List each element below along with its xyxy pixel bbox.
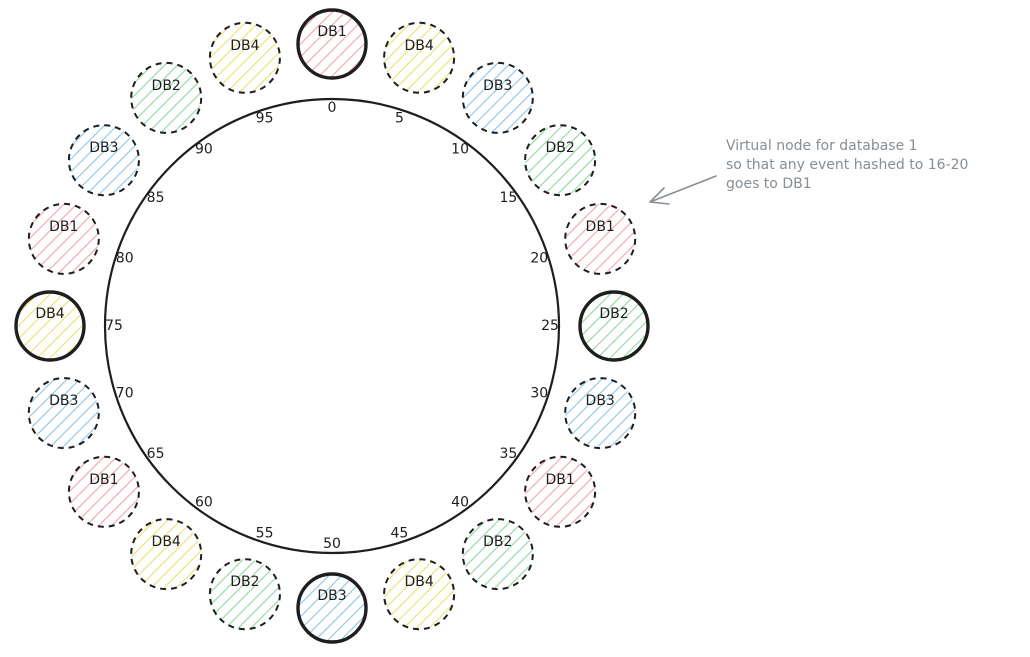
db-node-label: DB3 — [89, 140, 118, 156]
tick-label: 95 — [256, 111, 274, 127]
db-node-db4-virtual: DB4 — [383, 21, 456, 94]
db-node-db3-virtual: DB3 — [27, 377, 100, 450]
db-node-db1-virtual: DB1 — [564, 202, 637, 275]
db-node-db1-virtual: DB1 — [524, 455, 597, 528]
db-node-circle — [67, 124, 140, 197]
tick-label: 40 — [451, 494, 469, 510]
db-node-circle — [27, 202, 100, 275]
tick-label: 85 — [147, 190, 165, 206]
db-node-label: DB2 — [230, 574, 259, 590]
tick-label: 0 — [328, 100, 337, 116]
tick-label: 90 — [195, 142, 213, 158]
db-node-label: DB3 — [317, 588, 346, 604]
db-node-label: DB3 — [49, 393, 78, 409]
tick-label: 80 — [116, 251, 134, 267]
database-nodes: DB1DB4DB3DB2DB1DB2DB3DB1DB2DB4DB3DB2DB4D… — [14, 8, 650, 644]
db-node-label: DB2 — [483, 534, 512, 550]
db-node-circle — [208, 558, 281, 631]
annotation-line-3: goes to DB1 — [726, 176, 812, 192]
db-node-label: DB4 — [230, 38, 259, 54]
db-node-label: DB1 — [545, 472, 574, 488]
tick-label: 50 — [323, 536, 341, 552]
db-node-circle — [296, 8, 368, 80]
db-node-label: DB1 — [49, 219, 78, 235]
db-node-label: DB1 — [89, 472, 118, 488]
db-node-db1-virtual: DB1 — [67, 455, 140, 528]
annotation-line-1: Virtual node for database 1 — [726, 138, 918, 154]
db-node-circle — [208, 21, 281, 94]
virtual-node-annotation: Virtual node for database 1 so that any … — [649, 138, 968, 205]
ring-tick-labels: 0 5 10 15 20 25 30 35 40 45 50 55 60 65 70 75 80 85 90 95 — [105, 100, 559, 552]
db-node-label: DB3 — [586, 393, 615, 409]
db-node-circle — [14, 290, 86, 362]
tick-label: 75 — [105, 318, 123, 334]
tick-label: 70 — [116, 385, 134, 401]
db-node-db1-virtual: DB1 — [27, 202, 100, 275]
annotation-line-2: so that any event hashed to 16-20 — [726, 157, 968, 173]
db-node-label: DB1 — [586, 219, 615, 235]
db-node-circle — [27, 377, 100, 450]
db-node-circle — [564, 202, 637, 275]
db-node-label: DB4 — [404, 38, 433, 54]
db-node-label: DB4 — [35, 306, 64, 322]
db-node-db2-virtual: DB2 — [524, 124, 597, 197]
db-node-circle — [296, 572, 368, 644]
db-node-label: DB1 — [317, 24, 346, 40]
db-node-circle — [383, 21, 456, 94]
db-node-db3-virtual: DB3 — [67, 124, 140, 197]
db-node-db4-virtual: DB4 — [208, 21, 281, 94]
annotation-arrow-head — [649, 187, 670, 205]
db-node-label: DB2 — [152, 78, 181, 94]
tick-label: 10 — [451, 142, 469, 158]
db-node-db4-primary: DB4 — [14, 290, 86, 362]
tick-label: 35 — [499, 446, 517, 462]
db-node-circle — [67, 455, 140, 528]
tick-label: 55 — [256, 525, 274, 541]
annotation-arrow — [649, 175, 717, 205]
tick-label: 60 — [195, 494, 213, 510]
db-node-circle — [383, 558, 456, 631]
db-node-label: DB4 — [404, 574, 433, 590]
db-node-db1-primary: DB1 — [296, 8, 368, 80]
tick-label: 45 — [390, 525, 408, 541]
db-node-label: DB2 — [599, 306, 628, 322]
db-node-db2-virtual: DB2 — [130, 61, 203, 134]
tick-label: 25 — [541, 318, 559, 334]
db-node-circle — [524, 455, 597, 528]
db-node-circle — [524, 124, 597, 197]
db-node-db3-virtual: DB3 — [461, 61, 534, 134]
tick-label: 30 — [530, 385, 548, 401]
db-node-label: DB2 — [545, 140, 574, 156]
db-node-db4-virtual: DB4 — [130, 518, 203, 591]
tick-label: 20 — [530, 251, 548, 267]
db-node-circle — [461, 61, 534, 134]
db-node-label: DB4 — [152, 534, 181, 550]
tick-label: 15 — [499, 190, 517, 206]
db-node-db2-primary: DB2 — [578, 290, 650, 362]
tick-label: 65 — [147, 446, 165, 462]
db-node-circle — [130, 518, 203, 591]
hash-ring — [103, 97, 561, 555]
db-node-label: DB3 — [483, 78, 512, 94]
db-node-circle — [578, 290, 650, 362]
db-node-circle — [564, 377, 637, 450]
db-node-db2-virtual: DB2 — [461, 518, 534, 591]
db-node-circle — [461, 518, 534, 591]
db-node-db2-virtual: DB2 — [208, 558, 281, 631]
db-node-db4-virtual: DB4 — [383, 558, 456, 631]
annotation-arrow-shaft — [649, 175, 717, 203]
db-node-circle — [130, 61, 203, 134]
tick-label: 5 — [395, 111, 404, 127]
db-node-db3-virtual: DB3 — [564, 377, 637, 450]
db-node-db3-primary: DB3 — [296, 572, 368, 644]
